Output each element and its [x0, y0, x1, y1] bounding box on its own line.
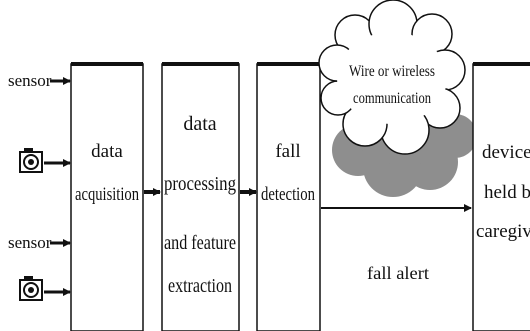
- camera-icon-top: [19, 147, 43, 173]
- sensor-label-bottom: sensor: [8, 233, 52, 252]
- data-processing-line1: data: [183, 113, 216, 135]
- caregiver-devices-line2: held by: [484, 182, 530, 203]
- data-processing-line2: processing: [164, 173, 236, 195]
- block-caregiver-devices: devices held by caregivers: [472, 62, 530, 331]
- cloud-text-line2: communication: [353, 90, 431, 107]
- block-data-processing: data processing and feature extraction: [161, 62, 240, 331]
- sensor-label-top: sensor: [8, 71, 52, 90]
- data-processing-line3: and feature: [164, 232, 236, 254]
- data-acquisition-line2: acquisition: [75, 184, 139, 205]
- communication-cloud: Wire or wireless communication: [318, 0, 477, 197]
- data-processing-line4: extraction: [168, 275, 232, 297]
- block-data-acquisition: data acquisition: [70, 62, 144, 331]
- camera-icon-bottom: [19, 275, 43, 301]
- fall-detection-line2: detection: [261, 184, 315, 205]
- caregiver-devices-line3: caregivers: [476, 221, 530, 242]
- caregiver-devices-line1: devices: [482, 142, 530, 163]
- data-acquisition-line1: data: [91, 141, 123, 162]
- input-sources: sensor sensor: [8, 71, 71, 301]
- cloud-text-line1: Wire or wireless: [349, 63, 435, 80]
- fall-alert-label: fall alert: [367, 263, 429, 283]
- fall-detection-line1: fall: [275, 141, 300, 162]
- block-fall-detection: fall detection: [256, 62, 321, 331]
